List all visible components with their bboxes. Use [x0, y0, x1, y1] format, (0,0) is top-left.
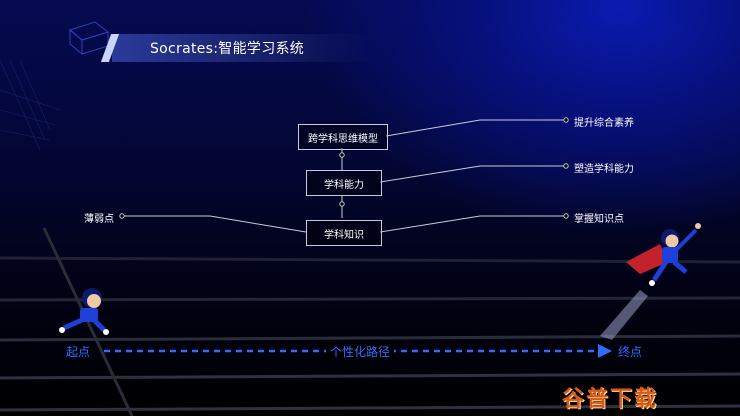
mesh-decoration [0, 59, 61, 151]
speed-streak [600, 290, 648, 340]
hero-right-figure [626, 223, 701, 286]
slide-title: Socrates:智能学习系统 [150, 41, 305, 57]
watermark: 谷普下载 [562, 387, 659, 412]
path-arrow-icon [598, 344, 612, 358]
track-end-label: 终点 [618, 345, 643, 359]
track-path-label: 个性化路径 [326, 343, 395, 360]
connectors [122, 119, 566, 233]
runner-left-figure [59, 288, 109, 335]
title-banner [112, 34, 372, 62]
branch-master-points: 掌握知识点 [574, 214, 624, 225]
cube-icon [68, 21, 110, 56]
branch-shape-ability: 塑造学科能力 [574, 164, 634, 175]
track-start-label: 起点 [66, 345, 91, 359]
node-subject-knowledge: 学科知识 [306, 220, 382, 246]
branch-weak-points: 薄弱点 [84, 214, 114, 225]
branch-literacy: 提升综合素养 [574, 118, 634, 129]
track-lanes [0, 256, 740, 412]
connector-dots [119, 117, 569, 219]
node-subject-ability: 学科能力 [306, 170, 382, 196]
node-cross-discipline: 跨学科思维模型 [298, 124, 388, 150]
